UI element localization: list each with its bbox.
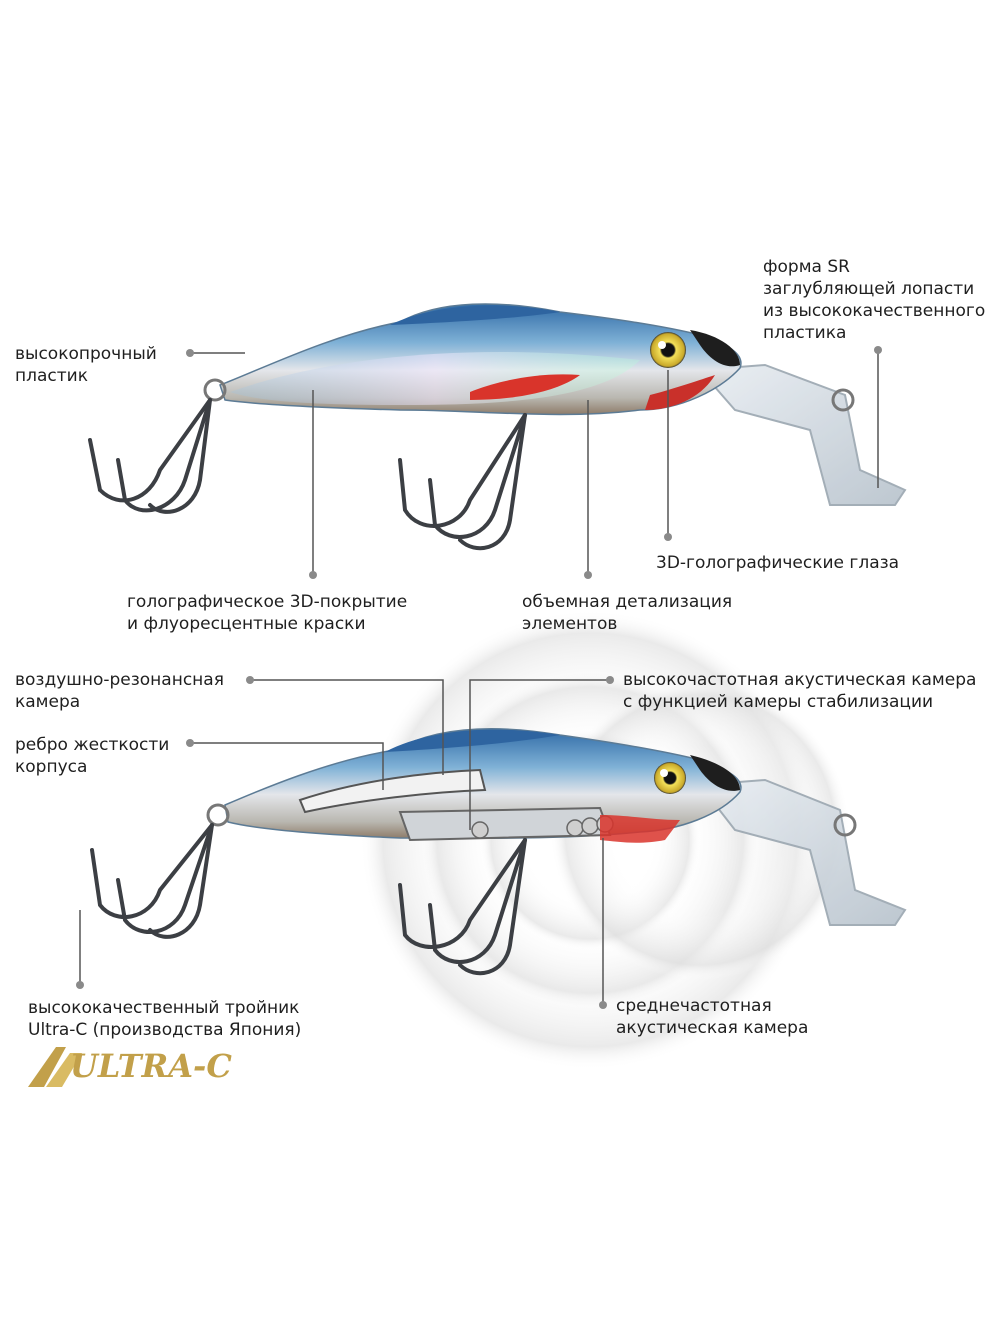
label-air-resonance-chamber: воздушно-резонансная камера — [15, 670, 224, 712]
ultra-c-logo: ULTRA-C — [26, 1043, 256, 1091]
leader-lines — [79, 350, 879, 1005]
top-lure — [88, 303, 907, 551]
leader-dots — [76, 346, 882, 1009]
ultra-c-logo-mark-icon — [28, 1047, 82, 1087]
label-holographic-coating: голографическое 3D-покрытие и флуоресцен… — [127, 592, 408, 634]
bottom-lure — [90, 728, 907, 976]
label-volumetric-detail: объемная детализация элементов — [522, 592, 733, 634]
label-high-frequency-chamber: высокочастотная акустическая камера с фу… — [623, 670, 977, 712]
label-3d-eyes: 3D-голографические глаза — [656, 553, 900, 573]
label-high-strength-plastic: высокопрочный пластик — [15, 344, 157, 386]
label-stiffening-rib: ребро жесткости корпуса — [15, 735, 170, 777]
ultra-c-logo-text: ULTRA-C — [70, 1047, 232, 1085]
label-mid-frequency-chamber: среднечастотная акустическая камера — [616, 996, 809, 1038]
label-ultra-c-hook: высококачественный тройник Ultra-C (прои… — [28, 998, 302, 1040]
label-sr-lip: форма SR заглубляющей лопасти из высокок… — [763, 257, 986, 343]
